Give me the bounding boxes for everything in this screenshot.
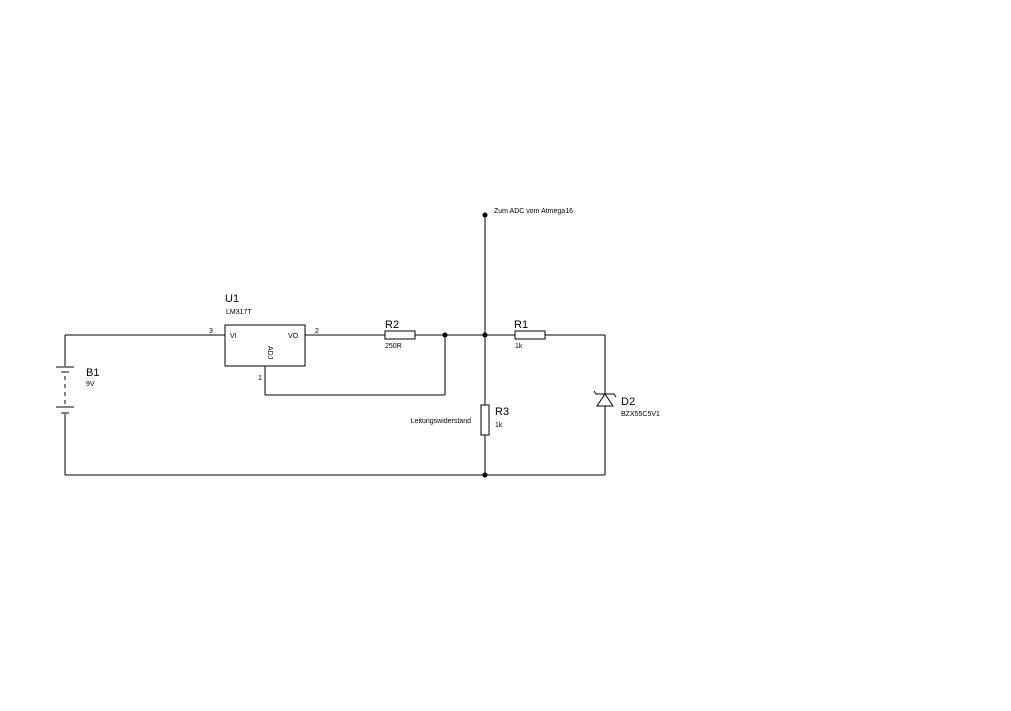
adc-terminal-dot [482,212,488,218]
regulator-value: LM317T [226,309,252,316]
resistor-body [384,330,416,340]
diode-triangle [596,393,614,407]
battery-ref: B1 [86,367,99,379]
resistor-body [514,330,546,340]
net-label-adc: Zum ADC vom Atmega16 [494,208,573,215]
resistor-value: 1k [495,422,503,429]
junction-dot [482,332,488,338]
resistor-r3: R3 1k Leitungswiderstand [411,404,509,436]
regulator-ref: U1 [225,293,239,305]
resistor-ref: R3 [495,406,509,418]
resistor-ref: R1 [514,319,528,331]
zener-diode-d2: D2 BZX55C5V1 [593,390,660,418]
regulator-u1: U1 LM317T VI VO ADJ 3 2 1 [209,293,319,382]
junction-dot [482,472,488,478]
pin-label-vo: VO [288,333,299,340]
resistor-r2: R2 250R [384,319,416,350]
pin-number-vo: 2 [315,328,319,335]
resistor-value: 250R [385,343,402,350]
pin-label-adj: ADJ [266,346,273,359]
pin-number-adj: 1 [258,375,262,382]
junctions [442,212,488,478]
diode-ref: D2 [621,396,635,408]
resistor-ref: R2 [385,319,399,331]
junction-dot [442,332,448,338]
resistor-r1: R1 1k [514,319,546,350]
pin-number-vi: 3 [209,328,213,335]
diode-zener-bar [593,390,617,398]
resistor-value: 1k [515,343,523,350]
resistor-body [480,404,490,436]
regulator-body [224,324,306,367]
resistor-note: Leitungswiderstand [411,418,471,425]
diode-value: BZX55C5V1 [621,411,660,418]
battery-b1: B1 9V [56,366,99,414]
battery-value: 9V [86,381,95,388]
pin-label-vi: VI [230,333,237,340]
wires [64,215,606,476]
